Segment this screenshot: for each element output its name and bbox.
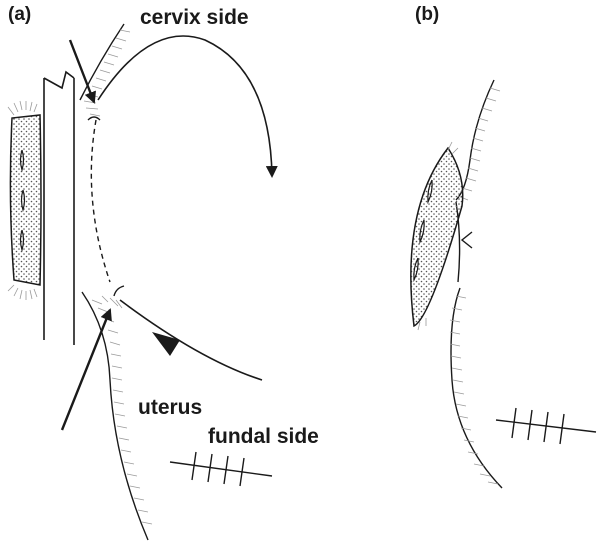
panel-label-b: (b) — [415, 4, 439, 26]
hatching-upper-a — [84, 30, 130, 116]
wall-lower-b — [451, 288, 502, 488]
arrow-curved-fundal — [120, 300, 262, 380]
incision-mark-top — [88, 117, 100, 120]
specimen-a — [10, 115, 41, 285]
hatching-upper-b — [458, 88, 500, 200]
panel-label-a: (a) — [8, 4, 31, 26]
arrow-up-to-incision — [62, 310, 110, 430]
sutures-a — [170, 452, 272, 486]
label-cervix-side: cervix side — [140, 6, 249, 30]
label-uterus: uterus — [138, 396, 202, 420]
arrowhead-fundal — [152, 332, 180, 356]
specimen-b — [411, 148, 463, 326]
sutures-b — [496, 408, 596, 444]
hatching-lower-b — [450, 296, 498, 484]
incision-dashed — [91, 120, 110, 282]
scope-instrument — [44, 72, 74, 345]
arrow-curved-cervix — [98, 36, 272, 176]
incision-mark-bottom — [114, 286, 124, 296]
label-fundal-side: fundal side — [208, 425, 319, 449]
closure-mark-b — [462, 232, 472, 248]
